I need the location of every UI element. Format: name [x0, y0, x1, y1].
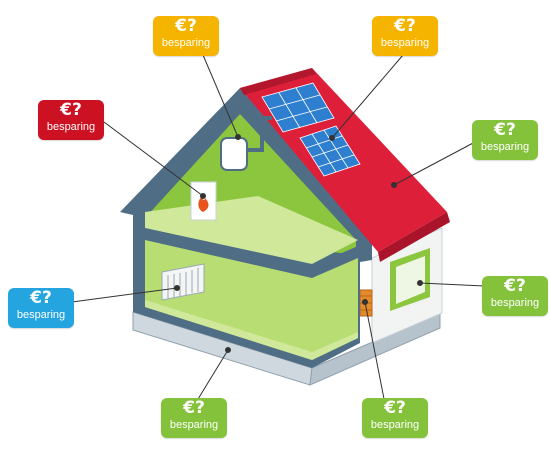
side-window-glass [396, 256, 425, 304]
tag-label: besparing [480, 141, 530, 153]
euro-question-icon: €? [494, 120, 516, 140]
radiator [161, 263, 205, 301]
euro-question-icon: €? [504, 276, 526, 296]
window-savings-tag[interactable]: €? besparing [482, 276, 548, 316]
euro-question-icon: €? [384, 398, 406, 418]
tag-label: besparing [46, 121, 96, 133]
intermediate-floor [145, 228, 358, 278]
roof-ridge [240, 68, 316, 95]
euro-question-icon: €? [183, 398, 205, 418]
tag-label: besparing [380, 37, 430, 49]
tag-label: besparing [16, 309, 66, 321]
floor-savings-tag[interactable]: €? besparing [161, 398, 227, 438]
euro-question-icon: €? [394, 16, 416, 36]
solar-savings-tag[interactable]: €? besparing [372, 16, 438, 56]
tag-label: besparing [490, 297, 540, 309]
solar-panel-bottom [299, 125, 361, 177]
boiler-savings-tag[interactable]: €? besparing [153, 16, 219, 56]
radiator-savings-tag[interactable]: €? besparing [8, 288, 74, 328]
heater-savings-tag[interactable]: €? besparing [38, 100, 104, 140]
euro-question-icon: €? [30, 288, 52, 308]
tag-label: besparing [370, 419, 420, 431]
roof-savings-tag[interactable]: €? besparing [472, 120, 538, 160]
wall-savings-tag[interactable]: €? besparing [362, 398, 428, 438]
tag-label: besparing [169, 419, 219, 431]
water-tank [220, 137, 248, 171]
euro-question-icon: €? [60, 100, 82, 120]
flame-icon [198, 196, 209, 212]
tag-label: besparing [161, 37, 211, 49]
roof-edge [378, 212, 450, 262]
solar-panel-top [261, 82, 335, 133]
euro-question-icon: €? [175, 16, 197, 36]
tank-pipe [246, 116, 272, 152]
callout-lines [71, 54, 485, 405]
